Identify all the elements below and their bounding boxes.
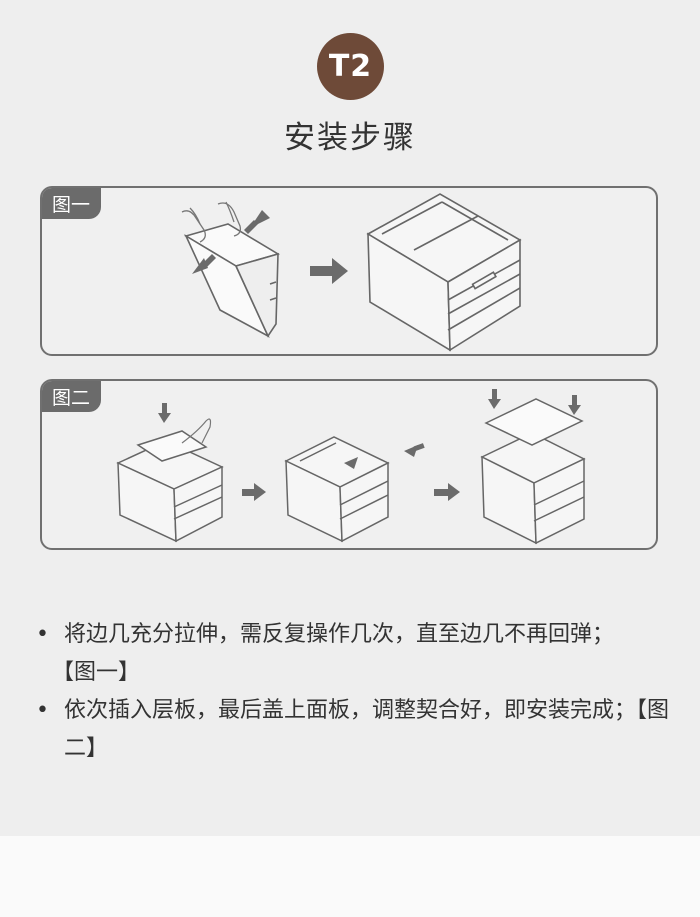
figure-2-illustration xyxy=(116,389,586,545)
step-text-2: 依次插入层板，最后盖上面板，调整契合好，即安装完成；【图二】 xyxy=(64,698,670,761)
left-arrow-icon xyxy=(344,443,425,469)
step-text-1: 将边几充分拉伸，需反复操作几次，直至边几不再回弹； xyxy=(64,622,615,647)
down-arrow-icon xyxy=(158,403,171,423)
arrow-right-icon xyxy=(310,258,348,284)
arrow-right-icon-2 xyxy=(434,483,460,501)
instruction-list: • 将边几充分拉伸，需反复操作几次，直至边几不再回弹； 【图一】 • 依次插入层… xyxy=(34,616,674,768)
figure-tag-1: 图一 xyxy=(42,188,101,219)
step-badge: T2 xyxy=(317,33,384,100)
lid-down-arrow-icon xyxy=(488,389,581,415)
list-item: • 将边几充分拉伸，需反复操作几次，直至边几不再回弹； 【图一】 xyxy=(34,616,674,692)
bullet-dot: • xyxy=(36,698,49,723)
box-insert-icon xyxy=(284,436,390,543)
figure-panel-1: 图一 xyxy=(40,186,658,356)
box-lid-icon xyxy=(480,398,586,545)
bullet-dot: • xyxy=(36,622,49,647)
folded-box-icon xyxy=(184,223,280,338)
list-item: • 依次插入层板，最后盖上面板，调整契合好，即安装完成；【图二】 xyxy=(34,692,674,768)
box-shelf-icon xyxy=(116,430,224,543)
hand-icon xyxy=(181,418,212,444)
arrow-right-icon-1 xyxy=(242,483,266,501)
figure-tag-2: 图二 xyxy=(42,381,101,412)
hands-icon xyxy=(181,201,242,243)
open-box-icon xyxy=(366,193,522,352)
figure-1-illustration xyxy=(181,193,522,352)
step-ref-1: 【图一】 xyxy=(52,660,141,685)
page: T2 安装步骤 xyxy=(0,0,700,836)
pull-arrow-icon xyxy=(192,210,270,274)
figure-panel-2: 图二 xyxy=(40,379,658,550)
page-title: 安装步骤 xyxy=(284,120,416,156)
